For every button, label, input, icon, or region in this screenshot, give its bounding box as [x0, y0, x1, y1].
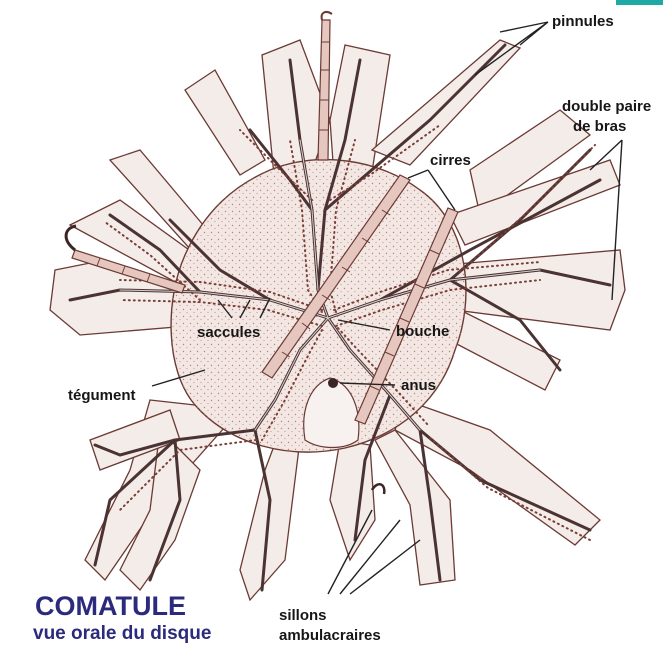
label-sillons: sillons: [279, 607, 327, 624]
title-main: COMATULE: [35, 591, 186, 621]
label-ambulacraires: ambulacraires: [279, 627, 381, 644]
label-anus: anus: [401, 377, 436, 394]
label-tegument: tégument: [68, 387, 136, 404]
label-de-bras: de bras: [573, 118, 626, 135]
title-block: COMATULE vue orale du disque: [33, 591, 211, 644]
label-cirres: cirres: [430, 152, 471, 169]
corner-accent: [616, 0, 663, 5]
label-saccules: saccules: [197, 324, 260, 341]
label-pinnules: pinnules: [552, 13, 614, 30]
label-bouche: bouche: [396, 323, 449, 340]
title-sub: vue orale du disque: [33, 623, 211, 644]
label-double-paire: double paire: [562, 98, 651, 115]
anus-opening: [328, 378, 338, 388]
